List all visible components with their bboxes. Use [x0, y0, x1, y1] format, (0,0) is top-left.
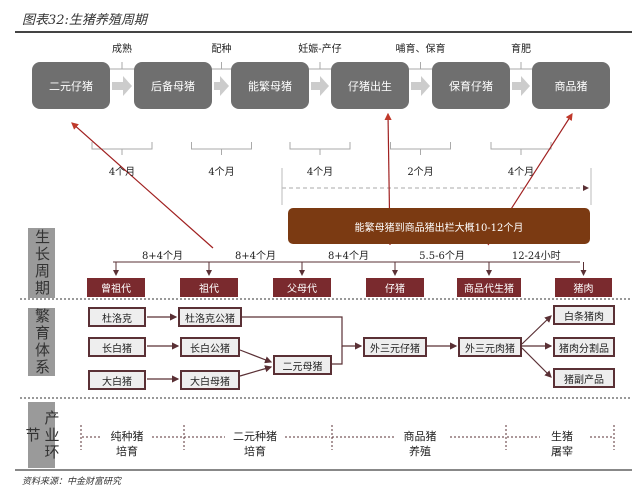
stage-arrows: [112, 76, 530, 96]
growth-node: 曾祖代: [87, 278, 145, 297]
flow-arrow: [411, 76, 430, 96]
industry-stage: 二元种猪 培育: [233, 430, 277, 458]
duration-label: 4个月: [108, 167, 136, 178]
duration-label: 4个月: [306, 167, 334, 178]
parent-node: 大白母猪: [180, 370, 240, 390]
phase-label: 妊娠-产仔: [298, 44, 342, 55]
flow-arrow: [512, 76, 530, 96]
duration-label: 2个月: [407, 167, 434, 178]
stage-box: 后备母猪: [134, 62, 212, 109]
industry-ticks: [80, 425, 615, 450]
interval-label: 8+4个月: [234, 251, 277, 262]
breeding-lines: [147, 313, 553, 383]
growth-node: 商品代生猪: [457, 278, 521, 297]
duration-bracket: [289, 142, 351, 155]
growth-cycle-label: 生长周期: [28, 228, 55, 298]
duration-bracket: [91, 142, 153, 155]
growth-node: 猪肉: [555, 278, 612, 297]
flow-arrow: [214, 76, 229, 96]
parent-node: 长白公猪: [180, 337, 240, 357]
phase-label: 配种: [211, 44, 232, 55]
growth-node: 仔猪: [366, 278, 424, 297]
flow-arrow: [112, 76, 132, 96]
breeding-system-label: 繁育体系: [28, 308, 55, 376]
phase-label: 成熟: [112, 44, 132, 55]
duration-bracket: [191, 142, 252, 155]
interval-label: 8+4个月: [327, 251, 370, 262]
stage-box: 保育仔猪: [432, 62, 510, 109]
bottom-rule: [15, 469, 632, 471]
growth-node: 父母代: [273, 278, 331, 297]
duration-bracket: [390, 142, 451, 155]
duration-bracket: [490, 142, 552, 155]
stage-box: 仔猪出生: [331, 62, 409, 109]
growth-node: 祖代: [180, 278, 238, 297]
product-node: 白条猪肉: [553, 305, 615, 325]
breed-node: 大白猪: [88, 370, 146, 390]
flow-arrow: [311, 76, 329, 96]
stage-box: 商品猪: [532, 62, 610, 109]
product-node: 猪副产品: [553, 368, 615, 388]
breed-node: 杜洛克: [88, 307, 146, 327]
interval-label: 8+4个月: [141, 251, 184, 262]
cross-node: 二元母猪: [273, 355, 332, 375]
industry-stage: 商品猪 养殖: [403, 430, 437, 458]
duration-label: 4个月: [208, 167, 235, 178]
stage-box: 二元仔猪: [32, 62, 110, 109]
hog-node: 外三元肉猪: [458, 337, 522, 357]
industry-stage: 生猪 屠宰: [551, 430, 573, 458]
breed-node: 长白猪: [88, 337, 146, 357]
parent-node: 杜洛克公猪: [178, 307, 242, 327]
red-arrow: [71, 122, 214, 249]
industry-stage: 纯种猪 培育: [110, 430, 144, 458]
section-divider: [20, 397, 630, 399]
phase-label: 哺育、保育: [395, 44, 446, 55]
figure-title: 图表32:生猪养殖周期: [22, 13, 147, 28]
section-divider: [20, 298, 630, 300]
industry-chain-label: 产业环节: [24, 402, 61, 468]
product-node: 猪肉分割品: [553, 337, 615, 357]
piglet-node: 外三元仔猪: [363, 337, 427, 357]
duration-label: 4个月: [507, 167, 535, 178]
stage-box: 能繁母猪: [231, 62, 309, 109]
summary-banner: 能繁母猪到商品猪出栏大概10-12个月: [288, 208, 590, 244]
interval-label: 12-24小时: [511, 251, 561, 262]
phase-label: 育肥: [511, 44, 531, 55]
title-rule: [15, 31, 632, 33]
growth-drops: [113, 262, 587, 276]
source-note: 资料来源：中金财富研究: [22, 477, 122, 487]
interval-label: 5.5-6个月: [419, 251, 465, 262]
